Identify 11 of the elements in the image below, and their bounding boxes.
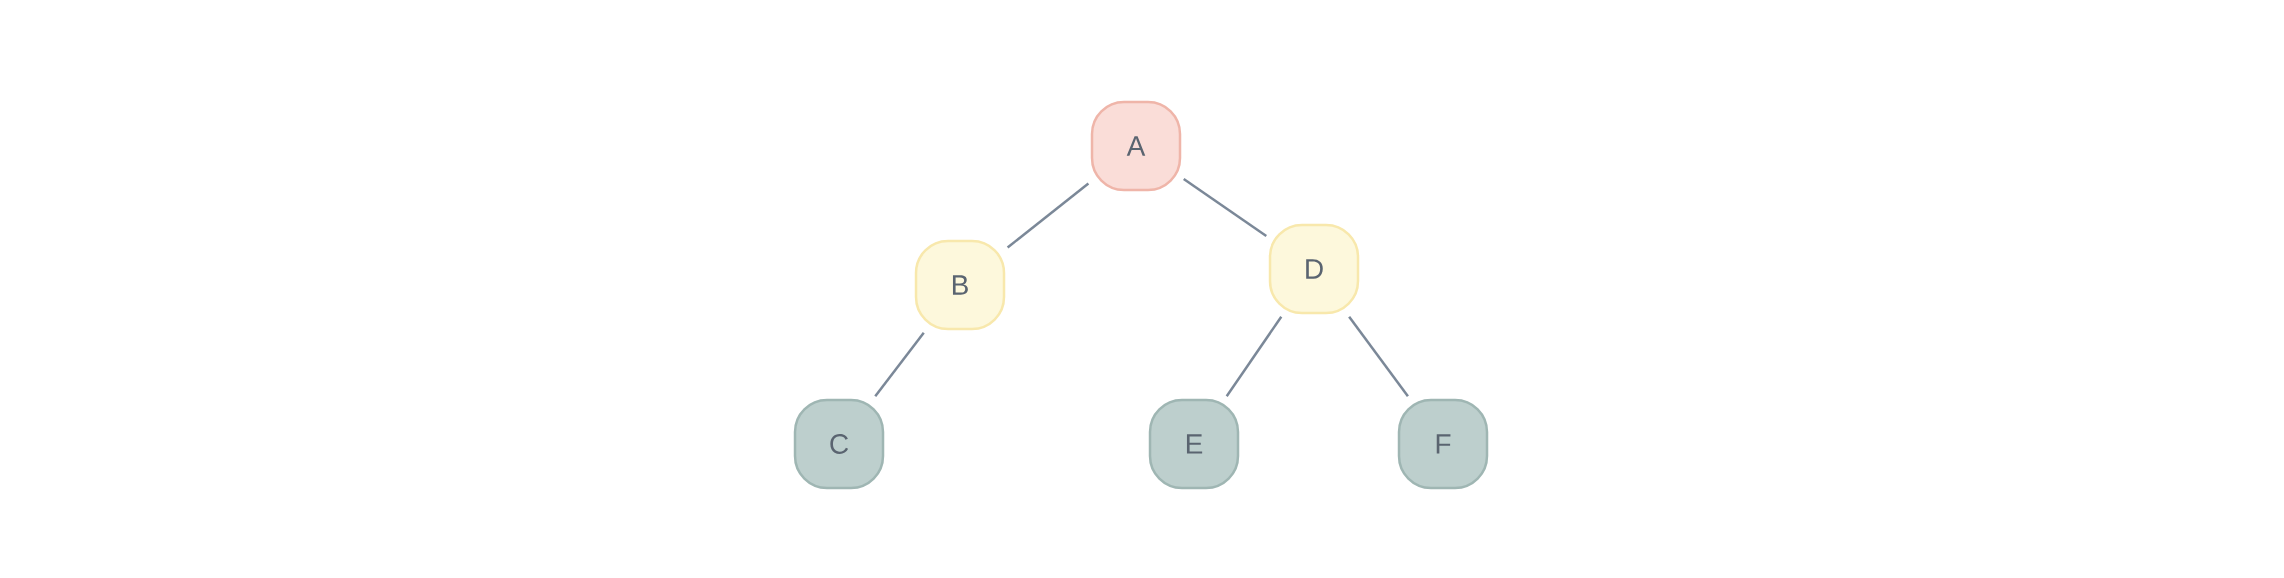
tree-node: F bbox=[1397, 398, 1489, 490]
tree-node: C bbox=[793, 398, 885, 490]
tree-edge bbox=[1183, 177, 1267, 238]
tree-node: A bbox=[1090, 100, 1182, 192]
tree-node: B bbox=[914, 239, 1006, 331]
tree-edge bbox=[1348, 315, 1409, 398]
tree-edge bbox=[1006, 182, 1090, 249]
tree-node: D bbox=[1268, 223, 1360, 315]
tree-edge bbox=[874, 331, 925, 398]
tree-node: E bbox=[1148, 398, 1240, 490]
tree-edge bbox=[1225, 316, 1283, 397]
